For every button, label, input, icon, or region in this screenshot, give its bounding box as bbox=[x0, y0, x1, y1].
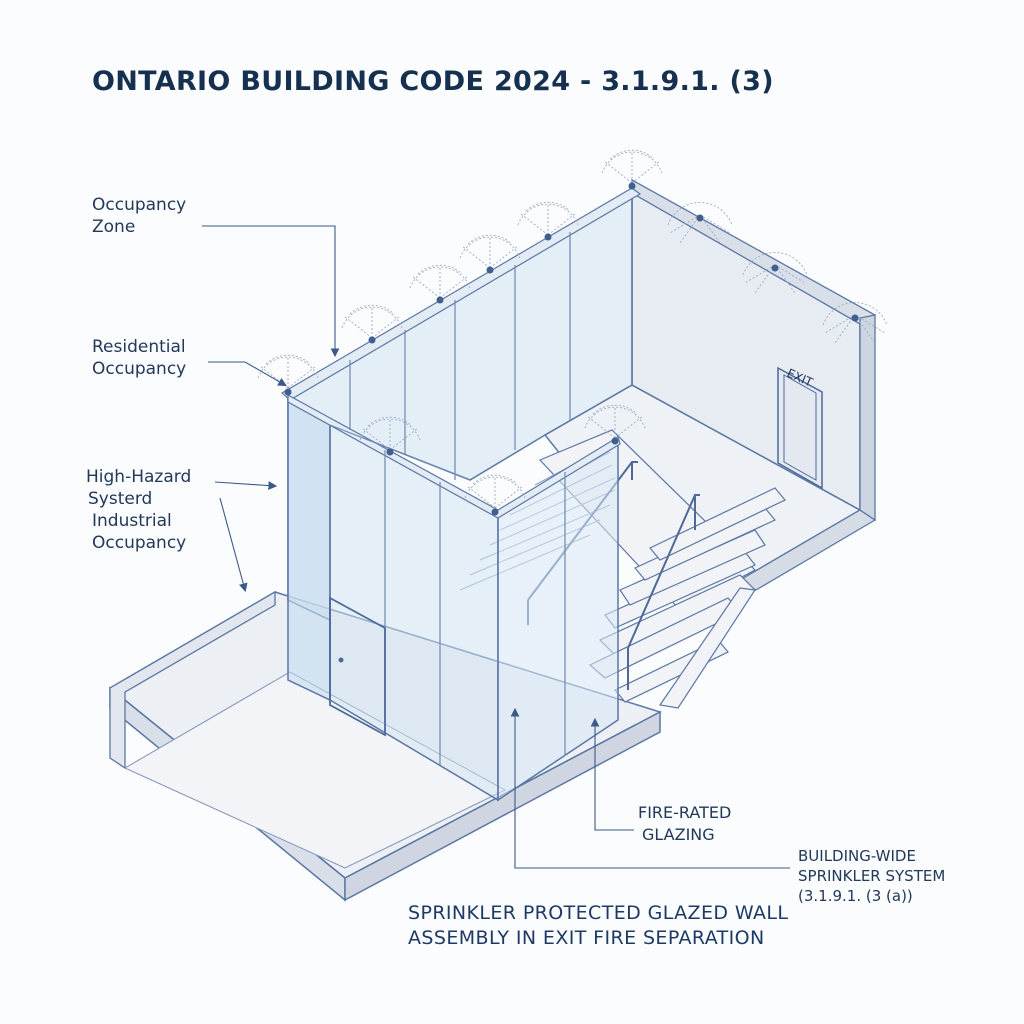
door-handle bbox=[338, 657, 344, 663]
right-wall-edge bbox=[859, 314, 876, 522]
glazed-wall-top-beam-front bbox=[287, 393, 621, 519]
label-high-hazard-line-4: Occupancy bbox=[92, 533, 187, 553]
sprinkler-head-dots bbox=[284, 182, 859, 516]
exit-door bbox=[777, 366, 823, 490]
label-sprinkler-line-3: (3.1.9.1. (3 (a)) bbox=[798, 887, 913, 905]
label-sprinkler-system: BUILDING-WIDE SPRINKLER SYSTEM (3.1.9.1.… bbox=[798, 846, 945, 906]
label-residential-line-1: Residential bbox=[92, 337, 186, 357]
label-high-hazard-line-2: Systerd bbox=[88, 489, 153, 509]
page-title: ONTARIO BUILDING CODE 2024 - 3.1.9.1. (3… bbox=[92, 66, 774, 97]
exit-door-inner bbox=[783, 374, 817, 481]
glazing-mullions bbox=[329, 232, 571, 765]
caption-line-2: ASSEMBLY IN EXIT FIRE SEPARATION bbox=[408, 927, 765, 949]
label-residential-occupancy: Residential Occupancy bbox=[92, 336, 186, 380]
label-high-hazard: High-Hazard Systerd Industrial Occupancy bbox=[86, 466, 191, 554]
label-sprinkler-line-2: SPRINKLER SYSTEM bbox=[798, 867, 946, 885]
leader-lines bbox=[202, 225, 790, 869]
diagram-caption: SPRINKLER PROTECTED GLAZED WALL ASSEMBLY… bbox=[408, 901, 788, 951]
label-occupancy-zone-line-2: Zone bbox=[92, 217, 136, 237]
label-occupancy-zone: Occupancy Zone bbox=[92, 194, 186, 238]
label-residential-line-2: Occupancy bbox=[92, 359, 187, 379]
label-high-hazard-line-3: Industrial bbox=[92, 511, 172, 531]
label-fire-rated-line-1: FIRE-RATED bbox=[638, 803, 732, 822]
label-high-hazard-line-1: High-Hazard bbox=[86, 467, 192, 487]
low-perimeter-wall bbox=[109, 590, 276, 770]
lower-floor-slab-front bbox=[344, 710, 661, 902]
label-fire-rated-line-2: GLAZING bbox=[642, 825, 715, 844]
sprinkler-heads bbox=[257, 149, 888, 509]
label-occupancy-zone-line-1: Occupancy bbox=[92, 195, 187, 215]
caption-line-1: SPRINKLER PROTECTED GLAZED WALL bbox=[408, 902, 789, 924]
glazed-door bbox=[329, 596, 386, 737]
label-sprinkler-line-1: BUILDING-WIDE bbox=[798, 847, 916, 865]
glazed-wall-top-beam bbox=[280, 187, 642, 401]
glazed-wall-front-left bbox=[287, 393, 331, 702]
label-fire-rated-glazing: FIRE-RATED GLAZING bbox=[638, 802, 731, 846]
